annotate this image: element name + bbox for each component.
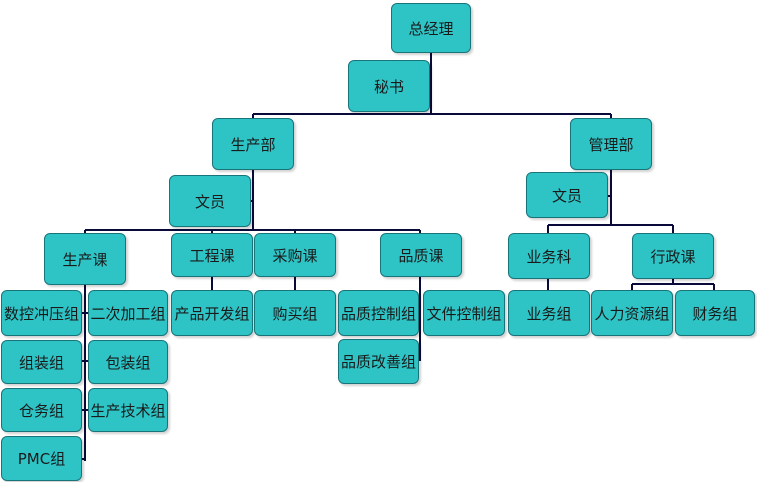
node-purchasing-section: 采购课	[254, 233, 336, 277]
node-production-dept: 生产部	[212, 118, 294, 170]
node-general-manager: 总经理	[391, 3, 471, 53]
node-quality-section: 品质课	[380, 233, 462, 277]
node-packaging-group: 包装组	[88, 340, 168, 384]
node-production-section: 生产课	[44, 233, 126, 285]
node-warehouse-group: 仓务组	[1, 388, 82, 432]
node-pmc-group: PMC组	[1, 436, 82, 481]
node-assembly-group: 组装组	[1, 340, 82, 384]
node-clerk-management: 文员	[526, 172, 608, 218]
node-secondary-processing-group: 二次加工组	[88, 290, 168, 336]
node-hr-group: 人力资源组	[591, 290, 673, 336]
node-admin-section: 行政课	[632, 233, 714, 279]
node-business-group: 业务组	[508, 290, 590, 336]
node-production-tech-group: 生产技术组	[88, 388, 168, 432]
node-engineering-section: 工程课	[171, 233, 253, 277]
node-management-dept: 管理部	[570, 118, 652, 170]
node-purchase-group: 购买组	[254, 290, 336, 336]
node-quality-improvement-group: 品质改善组	[338, 339, 419, 384]
node-document-control-group: 文件控制组	[423, 290, 505, 336]
node-clerk-production: 文员	[169, 175, 251, 227]
node-product-dev-group: 产品开发组	[171, 290, 253, 336]
node-quality-control-group: 品质控制组	[338, 290, 419, 336]
node-cnc-press-group: 数控冲压组	[1, 290, 82, 336]
node-secretary: 秘书	[348, 60, 430, 112]
node-business-section: 业务科	[508, 233, 590, 279]
node-finance-group: 财务组	[675, 290, 755, 336]
